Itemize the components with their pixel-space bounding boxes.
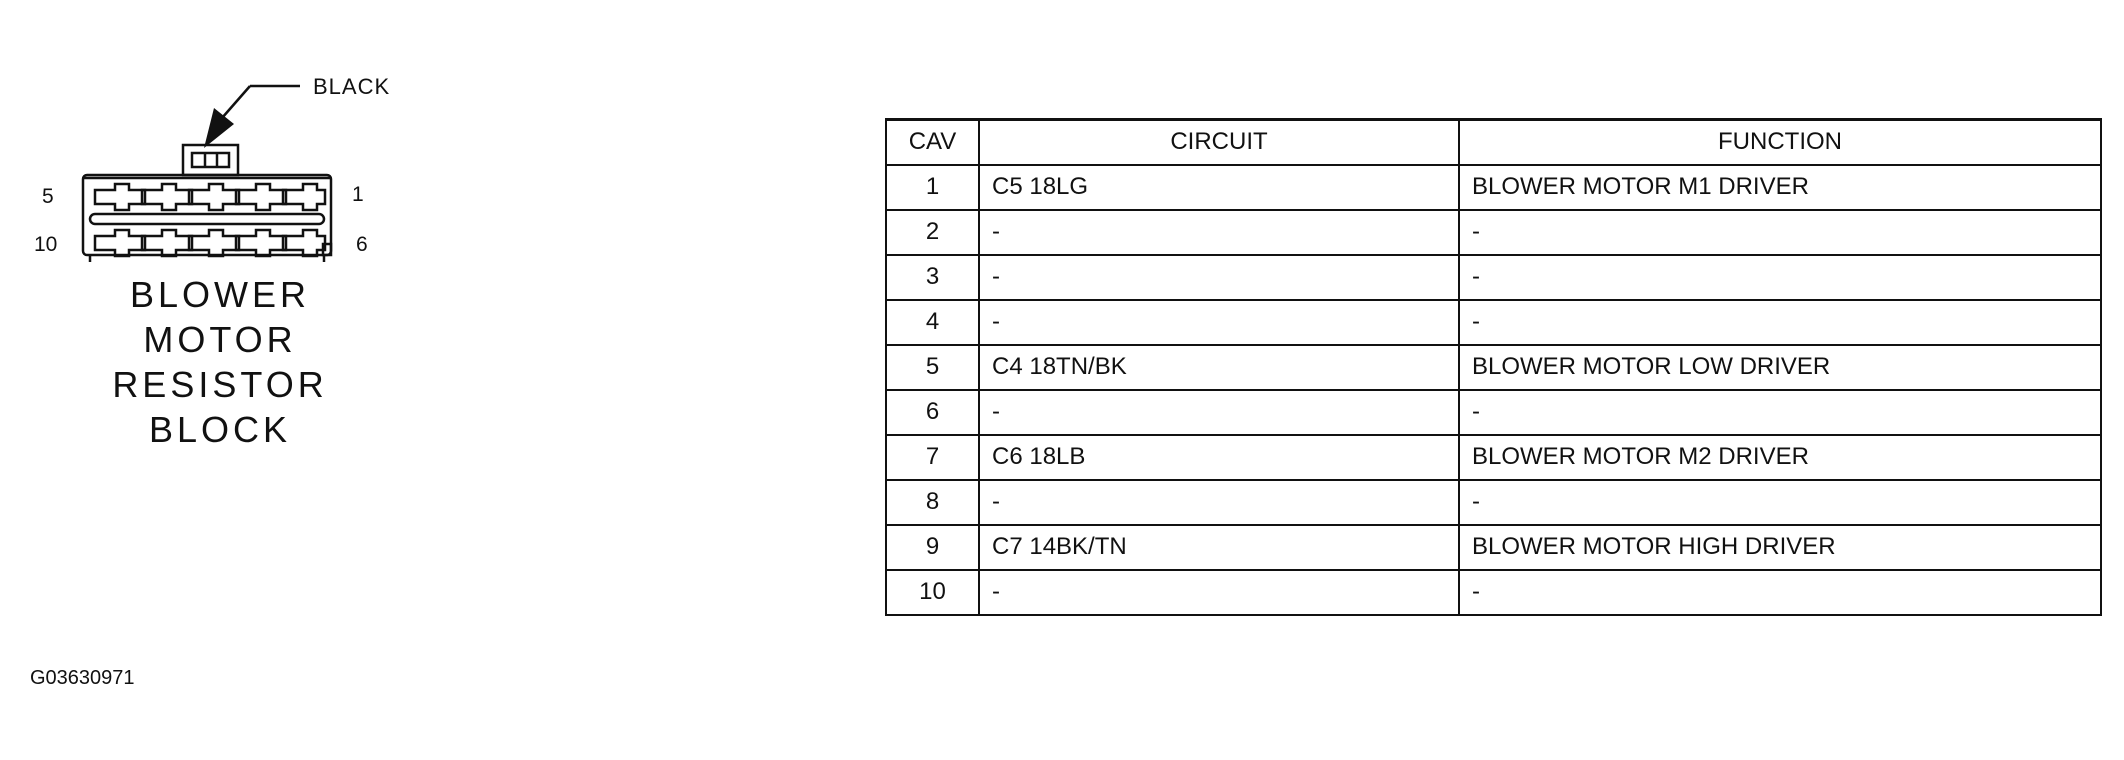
header-function: FUNCTION [1458,118,2102,166]
table-row: 3 - - [885,253,2102,301]
callout-arrow [204,84,300,148]
cell-circuit: C7 14BK/TN [978,523,1460,571]
cell-circuit: C6 18LB [978,433,1460,481]
table-row: 8 - - [885,478,2102,526]
cell-cav: 2 [885,208,980,256]
table-header-row: CAV CIRCUIT FUNCTION [885,118,2102,166]
cell-circuit: C4 18TN/BK [978,343,1460,391]
figure-id: G03630971 [30,667,135,689]
cell-cav: 1 [885,163,980,211]
cell-circuit: - [978,478,1460,526]
cell-function: - [1458,388,2102,436]
cell-cav: 3 [885,253,980,301]
cell-circuit: - [978,568,1460,616]
pin-label-top-left: 5 [42,185,54,208]
table-row: 10 - - [885,568,2102,616]
connector-diagram [81,84,333,262]
cell-function: - [1458,253,2102,301]
cell-circuit: - [978,253,1460,301]
connector-title: BLOWER MOTOR RESISTOR BLOCK [100,272,340,452]
cell-circuit: - [978,208,1460,256]
pin-label-bottom-left: 10 [34,233,58,256]
pin-label-bottom-right: 6 [356,233,368,256]
table-row: 7 C6 18LB BLOWER MOTOR M2 DRIVER [885,433,2102,481]
color-callout-label: BLACK [313,74,391,99]
cell-cav: 6 [885,388,980,436]
header-circuit: CIRCUIT [978,118,1460,166]
cell-function: - [1458,298,2102,346]
cell-function: BLOWER MOTOR LOW DRIVER [1458,343,2102,391]
table-row: 5 C4 18TN/BK BLOWER MOTOR LOW DRIVER [885,343,2102,391]
cell-function: - [1458,478,2102,526]
table-row: 2 - - [885,208,2102,256]
connector-title-line: RESISTOR [112,364,328,405]
connector-title-line: MOTOR [143,319,297,360]
cell-cav: 10 [885,568,980,616]
cell-circuit: - [978,298,1460,346]
cell-function: BLOWER MOTOR HIGH DRIVER [1458,523,2102,571]
cell-function: BLOWER MOTOR M2 DRIVER [1458,433,2102,481]
cell-function: BLOWER MOTOR M1 DRIVER [1458,163,2102,211]
cell-function: - [1458,208,2102,256]
cell-cav: 7 [885,433,980,481]
connector-title-line: BLOCK [148,409,292,450]
cell-cav: 5 [885,343,980,391]
connector-title-line: BLOWER [129,274,311,315]
cell-function: - [1458,568,2102,616]
pin-label-top-right: 1 [352,183,364,206]
table-row: 9 C7 14BK/TN BLOWER MOTOR HIGH DRIVER [885,523,2102,571]
header-cav: CAV [885,118,980,166]
pinout-table: CAV CIRCUIT FUNCTION 1 C5 18LG BLOWER MO… [885,118,2102,616]
cell-cav: 8 [885,478,980,526]
cell-circuit: - [978,388,1460,436]
cell-cav: 4 [885,298,980,346]
table-row: 6 - - [885,388,2102,436]
cell-circuit: C5 18LG [978,163,1460,211]
table-row: 4 - - [885,298,2102,346]
cell-cav: 9 [885,523,980,571]
connector-latch [181,143,240,177]
table-row: 1 C5 18LG BLOWER MOTOR M1 DRIVER [885,163,2102,211]
connector-body [81,173,333,262]
